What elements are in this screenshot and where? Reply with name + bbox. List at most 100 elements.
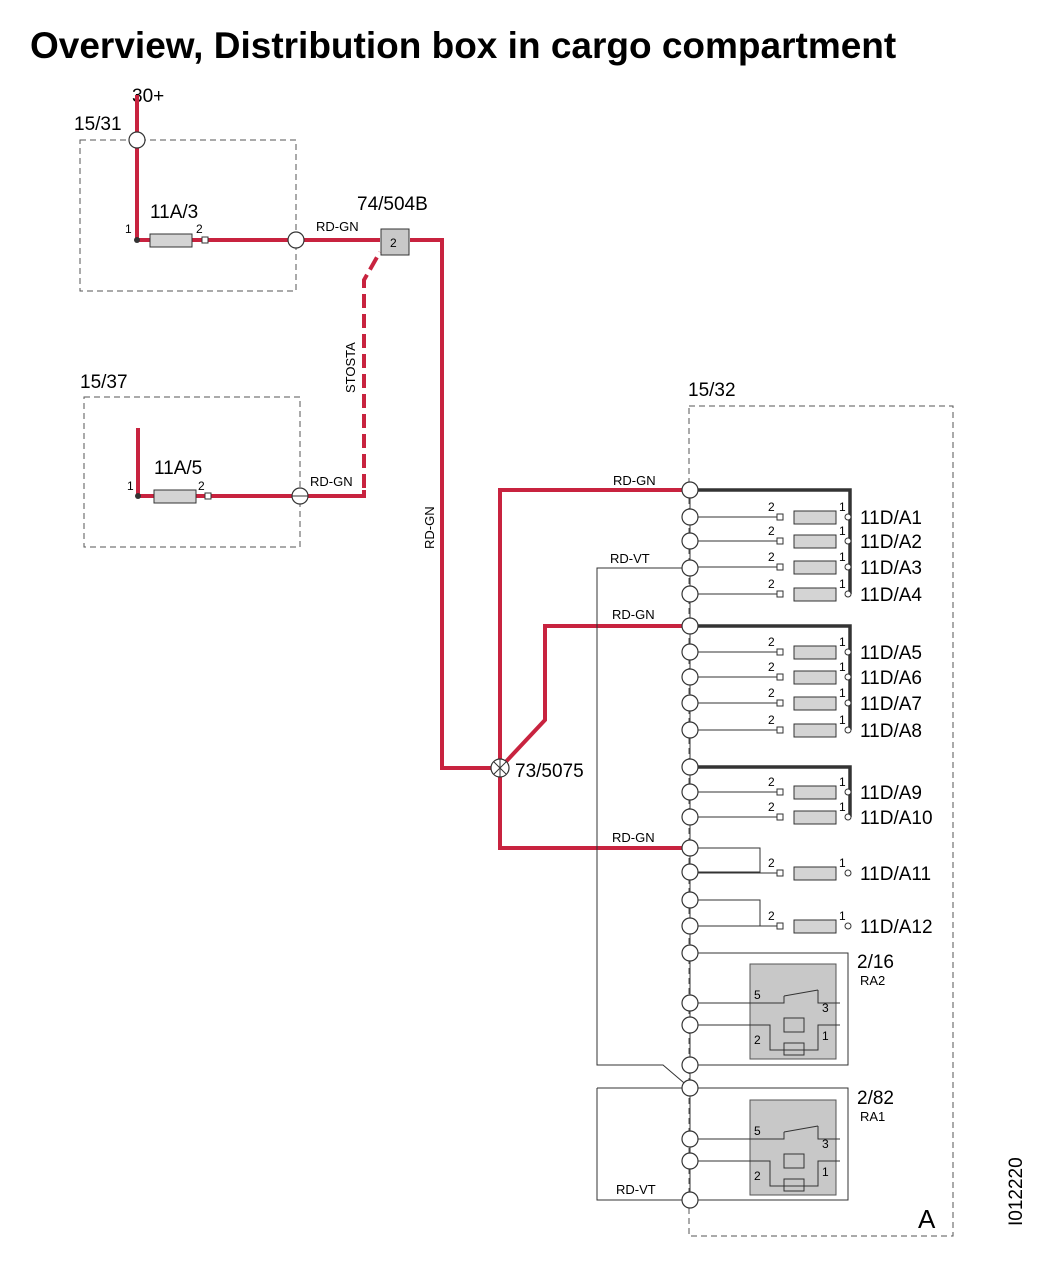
wire-label-rdgn-vertical: RD-GN [422, 506, 437, 549]
fuse-row-label: 11D/A1 [860, 508, 922, 529]
relay-sub: RA2 [860, 973, 885, 988]
document-id: I012220 [1006, 1157, 1027, 1226]
relay-pin: 2 [754, 1169, 761, 1183]
distribution-connector [681, 481, 699, 499]
box-15-37 [83, 396, 301, 548]
pin-number: 2 [198, 479, 205, 493]
pin-number: 2 [768, 500, 775, 514]
fuse-row: 2 1 11D/A3 [698, 550, 922, 579]
supply-label: 30+ [132, 86, 164, 107]
distribution-connector [681, 863, 699, 881]
distribution-connector [681, 808, 699, 826]
relay-label: 2/16 [857, 952, 894, 973]
fuse-row-label: 11D/A9 [860, 783, 922, 804]
pin-number: 2 [768, 856, 775, 870]
relay-pin: 5 [754, 1124, 761, 1138]
distribution-connector [681, 917, 699, 935]
pin-dot [134, 237, 140, 243]
distribution-connector [681, 783, 699, 801]
fuse-row-label: 11D/A6 [860, 668, 922, 689]
box-label-15-37: 15/37 [80, 372, 128, 393]
box-label-15-31: 15/31 [74, 114, 122, 135]
distribution-connector [681, 668, 699, 686]
pin-square [204, 492, 212, 500]
relay-pin: 5 [754, 988, 761, 1002]
pin-number: 2 [768, 550, 775, 564]
pin-number: 1 [839, 635, 846, 649]
fuse-row-label: 11D/A3 [860, 558, 922, 579]
wire-label-rdgn-2: RD-GN [612, 607, 655, 622]
pin-number: 2 [768, 775, 775, 789]
box-15-31 [79, 139, 297, 292]
pin-number: 1 [125, 222, 132, 236]
connector-74-504b [380, 228, 410, 256]
pin-number: 1 [839, 577, 846, 591]
pin-number: 2 [768, 686, 775, 700]
relay-label: 2/82 [857, 1088, 894, 1109]
distribution-connector [681, 1056, 699, 1074]
pin-number: 2 [196, 222, 203, 236]
bus-bars [690, 488, 852, 817]
relay-sub: RA1 [860, 1109, 885, 1124]
relay-pin: 2 [754, 1033, 761, 1047]
relay-pin: 3 [822, 1137, 829, 1151]
distribution-connector [681, 643, 699, 661]
connector-column [681, 481, 699, 1209]
splice-label: 73/5075 [515, 761, 584, 782]
relay-pin: 3 [822, 1001, 829, 1015]
pin-dot [135, 493, 141, 499]
distribution-connector [681, 585, 699, 603]
fuse-row: 2 1 11D/A6 [698, 660, 922, 689]
wire-label-rdvt-1: RD-VT [610, 551, 650, 566]
wire-label-stosta: STOSTA [343, 342, 358, 393]
relay-pin: 1 [822, 1029, 829, 1043]
connector-pin: 2 [390, 236, 397, 250]
pin-number: 1 [839, 524, 846, 538]
pin-number: 1 [839, 550, 846, 564]
distribution-connector [681, 1079, 699, 1097]
distribution-connector [681, 839, 699, 857]
fuse-row-label: 11D/A10 [860, 808, 933, 829]
distribution-connector [681, 617, 699, 635]
fuse-row: 2 1 11D/A12 [698, 909, 933, 938]
relay-ra1: 5 3 1 2 2/82 RA1 [681, 1088, 894, 1196]
fuse-row-label: 11D/A12 [860, 917, 933, 938]
pin-number: 1 [839, 909, 846, 923]
pin-number: 2 [768, 800, 775, 814]
wire-label-rdgn: RD-GN [310, 474, 353, 489]
relay-ra2: 5 3 1 2 2/16 RA2 [681, 952, 894, 1060]
pin-number: 1 [839, 686, 846, 700]
fuse-row-label: 11D/A8 [860, 721, 922, 742]
page-title: Overview, Distribution box in cargo comp… [30, 25, 896, 66]
relay-pin: 1 [822, 1165, 829, 1179]
pin-number: 1 [839, 856, 846, 870]
fuse-row-label: 11D/A5 [860, 643, 922, 664]
fuse-label-11a5: 11A/5 [154, 458, 202, 479]
pin-number: 2 [768, 660, 775, 674]
pin-number: 1 [839, 660, 846, 674]
fuse-label-11a3: 11A/3 [150, 202, 198, 223]
wire-label-rdvt-2: RD-VT [616, 1182, 656, 1197]
pin-number: 1 [839, 713, 846, 727]
thin-wires [596, 567, 849, 1201]
distribution-connector [681, 944, 699, 962]
fuse-11a5 [153, 489, 197, 504]
pin-number: 2 [768, 909, 775, 923]
distribution-connector [681, 891, 699, 909]
pin-square [201, 236, 209, 244]
pin-number: 2 [768, 577, 775, 591]
wire-label-rdgn: RD-GN [316, 219, 359, 234]
distribution-connector [681, 1191, 699, 1209]
fuse-11a3 [149, 233, 193, 248]
